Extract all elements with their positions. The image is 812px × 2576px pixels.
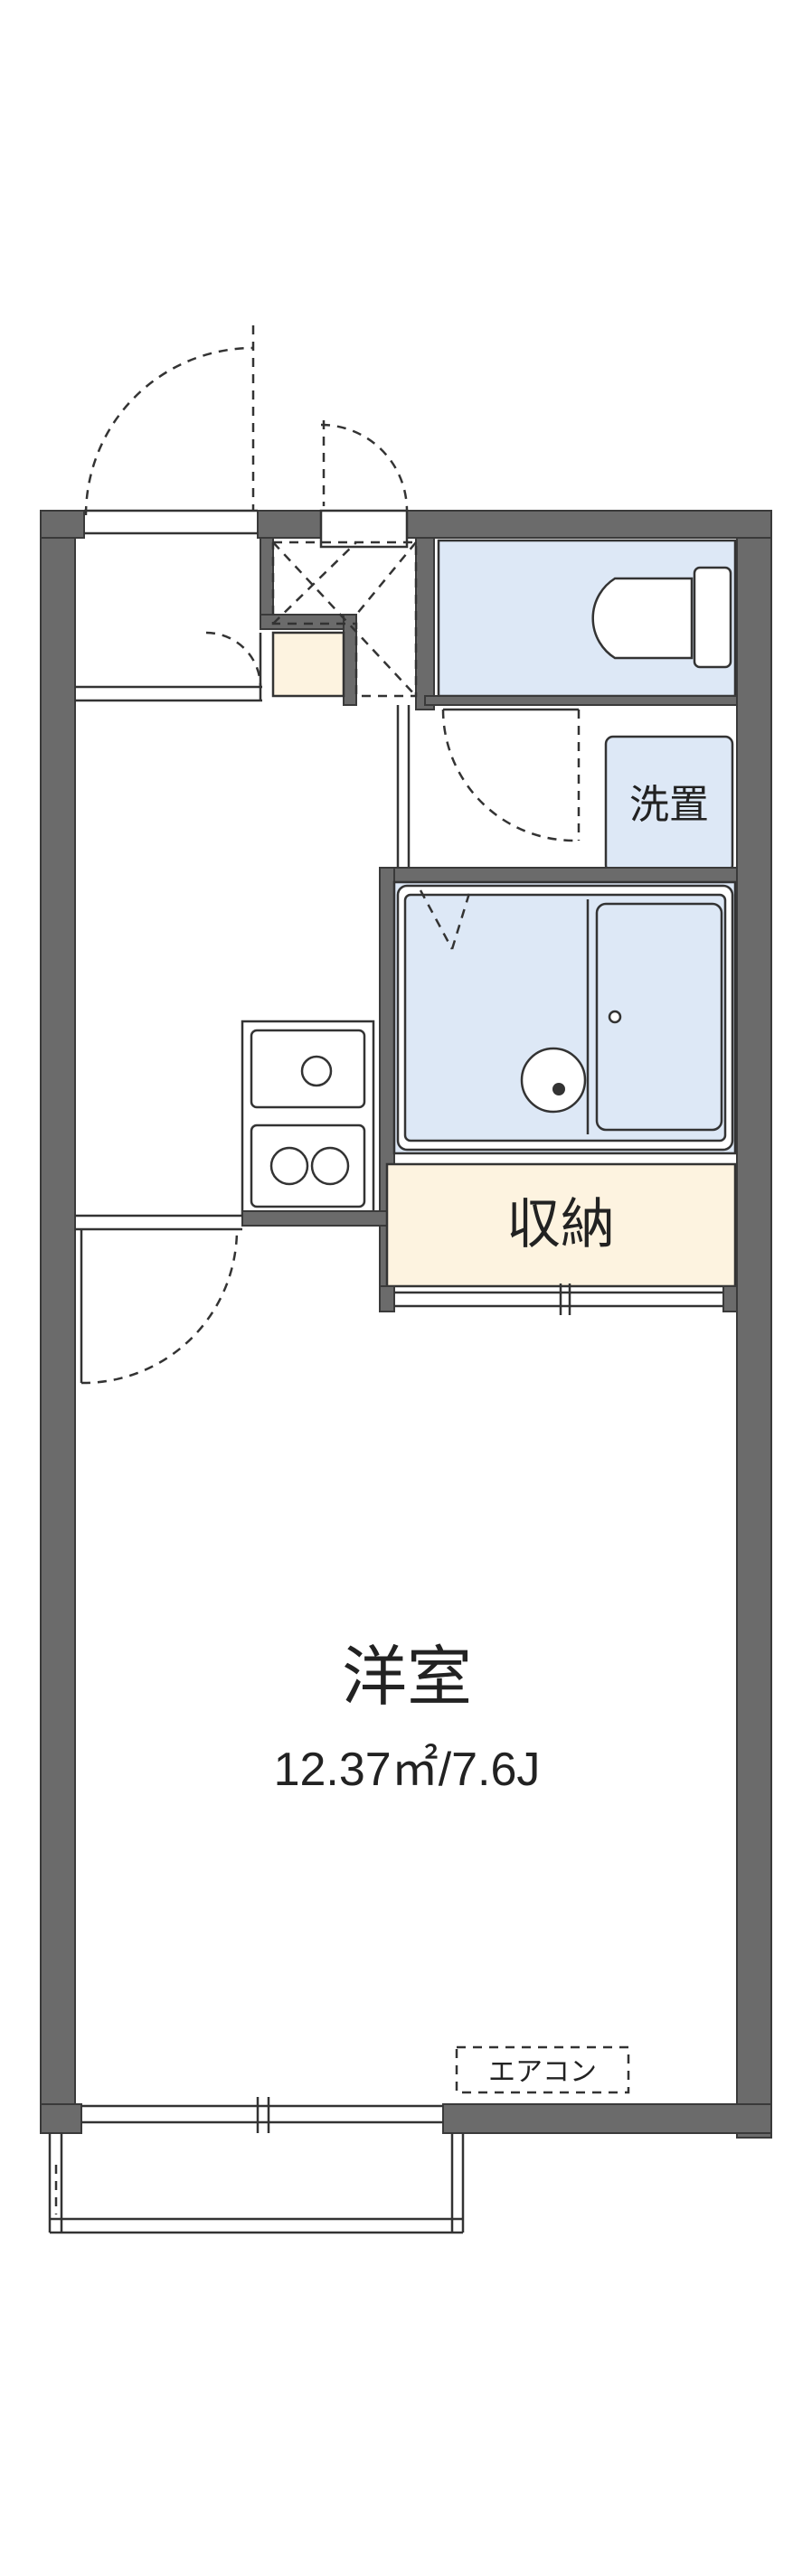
washer-label: 洗置 [629,782,709,828]
balcony [48,2133,465,2234]
entrance-door [84,325,255,516]
storage-closet [379,1162,738,1315]
entrance-step [75,631,262,702]
hall-partition [75,1214,242,1385]
bathroom [379,867,738,1307]
toilet-room [437,539,737,698]
genkan-partition [260,537,435,710]
outer-walls [40,510,772,2139]
shoe-cabinet-door [320,420,409,512]
kitchen [241,1020,388,1227]
balcony-window [81,2097,443,2133]
aircon-label: エアコン [488,2056,597,2088]
toilet-wall [424,695,738,706]
pipe-shaft [271,509,418,698]
room-area: 12.37㎡/7.6J [274,1743,541,1796]
storage-label: 収納 [506,1193,615,1256]
aircon-unit [455,2045,630,2094]
room-name: 洋室 [342,1639,472,1715]
entrance-frame [84,509,258,535]
shoe-box [271,631,345,698]
washroom-area [396,705,581,868]
